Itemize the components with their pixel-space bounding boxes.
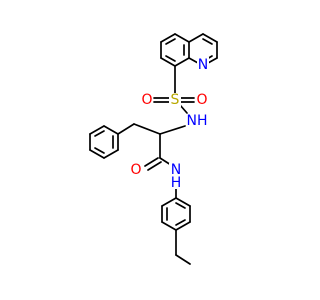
atom-label-n-amide: N H [169,162,182,191]
sulfonyl-group [153,65,195,114]
atom-label-o-amide: O [130,162,142,178]
hydrogen-amide: H [171,175,182,191]
amide-group [144,157,172,171]
oxygen-sulfonyl-right: O [196,92,207,108]
nitrogen-sulfonamide: NH [187,113,208,129]
quinoline-benzo-ring [160,33,190,67]
molecule-structure: N S O O NH O N H [89,33,218,265]
phenyl-ring [89,125,119,159]
atom-label-o-left: O [141,92,153,108]
ethyl-group [175,229,191,265]
nitrogen-amide: N [171,162,181,178]
nitrogen-quinoline: N [198,57,208,73]
quinoline-pyridine-ring [188,33,218,64]
atom-label-o-right: O [196,92,208,108]
atom-label-nh: NH [186,113,208,129]
oxygen-sulfonyl-left: O [141,92,152,108]
atom-label-ring-n: N [197,57,209,73]
atom-label-s: S [169,92,181,108]
sulfur: S [171,92,180,108]
alpha-carbon-chain [117,123,186,159]
oxygen-carbonyl: O [130,162,141,178]
